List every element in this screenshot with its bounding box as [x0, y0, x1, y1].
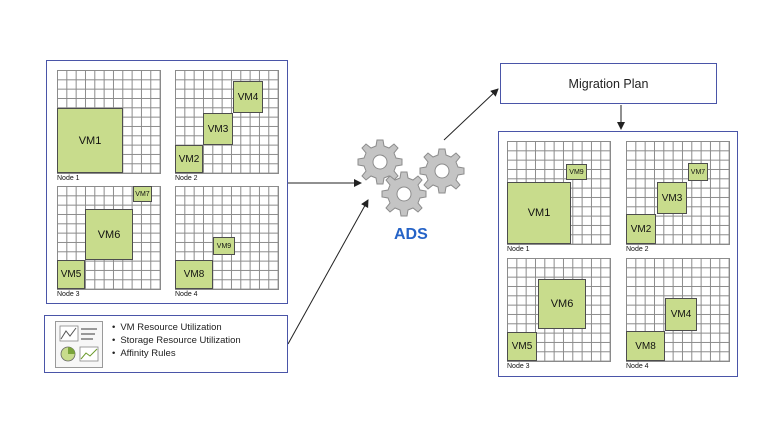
vm-block: VM3	[657, 182, 687, 214]
gear-icon	[380, 170, 428, 218]
vm-block: VM5	[507, 332, 537, 361]
cluster-after-panel: VM1 VM9 Node 1 VM2 VM3 VM7 Node 2 VM5 VM…	[498, 131, 738, 377]
node-label: Node 2	[626, 246, 649, 253]
arrow-ads-to-plan	[443, 88, 499, 141]
node-label: Node 1	[57, 175, 80, 182]
gear-icon	[418, 147, 466, 195]
vm-block: VM8	[175, 260, 213, 289]
ads-label: ADS	[394, 226, 428, 243]
vm-block: VM5	[57, 260, 85, 289]
vm-block: VM9	[213, 237, 235, 255]
vm-block: VM8	[626, 331, 665, 361]
metric-item: VM Resource Utilization	[112, 321, 241, 334]
node-label: Node 4	[626, 363, 649, 370]
migration-plan-label: Migration Plan	[568, 76, 649, 91]
node-label: Node 2	[175, 175, 198, 182]
node-label: Node 1	[507, 246, 530, 253]
node-grid	[507, 258, 611, 362]
migration-plan-box: Migration Plan	[500, 63, 717, 104]
vm-block: VM9	[566, 164, 587, 180]
gear-icon	[356, 138, 404, 186]
metrics-panel: VM Resource Utilization Storage Resource…	[44, 315, 288, 373]
arrow-metrics-to-ads	[287, 199, 369, 345]
vm-block: VM3	[203, 113, 233, 145]
vm-block: VM2	[175, 145, 203, 173]
vm-block: VM4	[665, 298, 697, 331]
cluster-before-panel: VM1 Node 1 VM2 VM3 VM4 Node 2 VM5 VM6 VM…	[46, 60, 288, 304]
vm-block: VM6	[85, 209, 133, 260]
analytics-icon	[55, 321, 103, 368]
node-label: Node 4	[175, 291, 198, 298]
vm-block: VM4	[233, 81, 263, 113]
vm-block: VM1	[507, 182, 571, 244]
metric-item: Storage Resource Utilization	[112, 334, 240, 347]
vm-block: VM2	[626, 214, 656, 244]
vm-block: VM1	[57, 108, 123, 173]
metrics-list: VM Resource Utilization Storage Resource…	[112, 321, 241, 360]
metric-item: Affinity Rules	[112, 347, 241, 360]
vm-block: VM6	[538, 279, 586, 329]
node-label: Node 3	[57, 291, 80, 298]
vm-block: VM7	[133, 186, 152, 202]
node-label: Node 3	[507, 363, 530, 370]
vm-block: VM7	[688, 163, 708, 181]
